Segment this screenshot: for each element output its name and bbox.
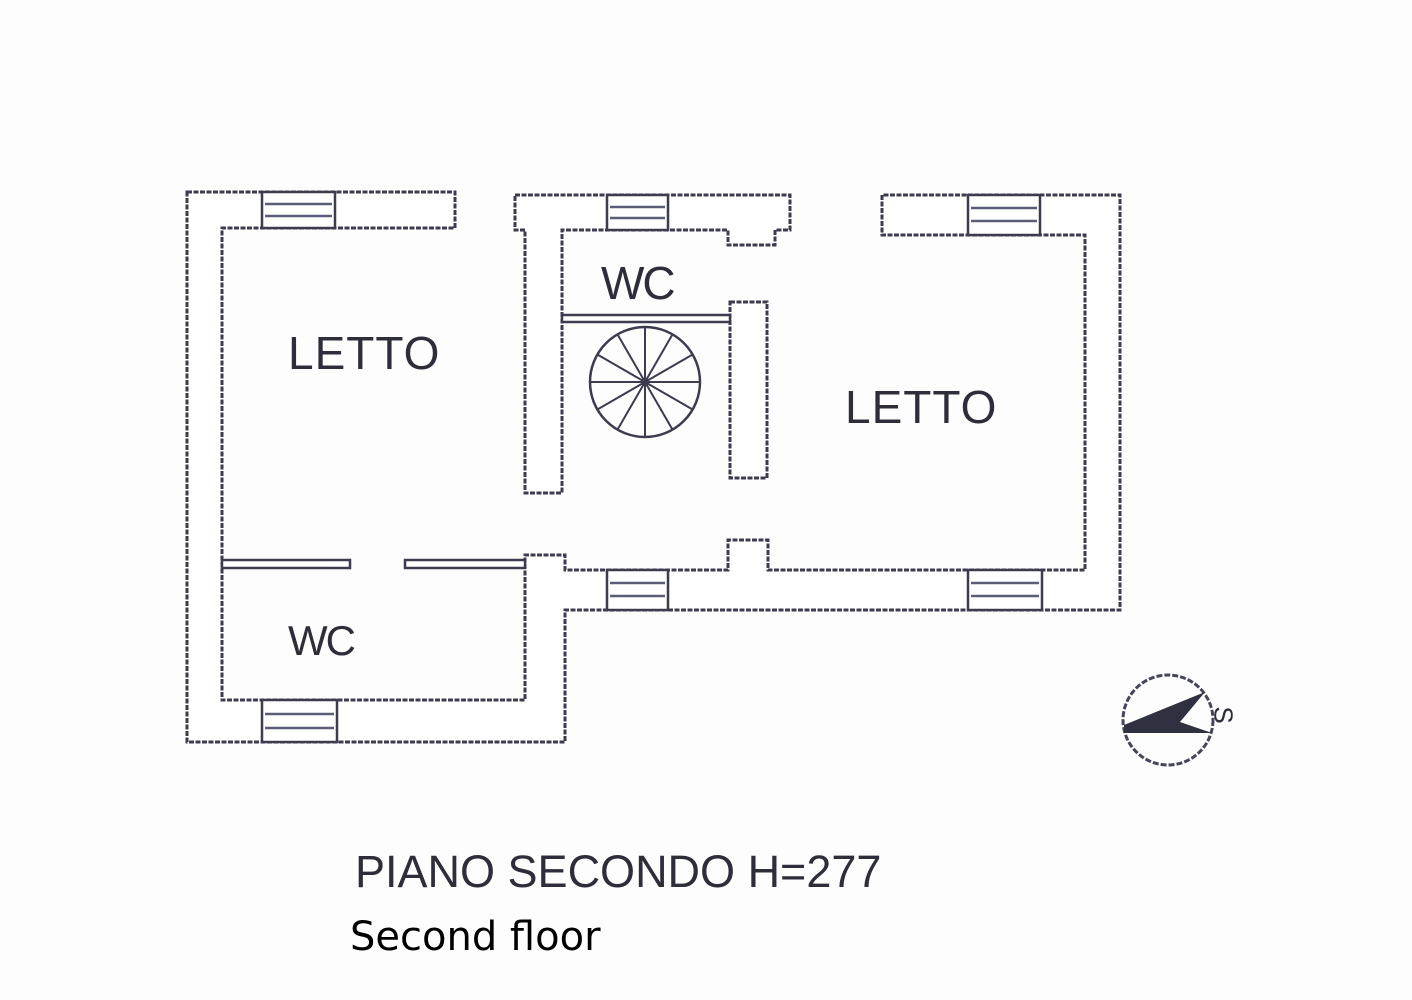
room-label-wc-lower: WC	[288, 617, 356, 664]
window	[605, 568, 670, 612]
wc-partition-lower-right	[403, 558, 527, 570]
plan-caption: Second floor	[350, 914, 601, 960]
compass-letter: S	[1208, 706, 1239, 725]
stair-tread	[616, 333, 646, 383]
column	[728, 300, 769, 480]
stair-tread	[644, 381, 694, 411]
stair-tread	[596, 353, 646, 383]
window	[260, 698, 339, 744]
window	[966, 568, 1044, 612]
wc-partition-upper	[560, 313, 732, 324]
stair-tread	[596, 381, 646, 411]
stair-wall	[513, 193, 792, 495]
window	[260, 190, 337, 230]
window	[605, 193, 670, 232]
room-label-letto-left: LETTO	[288, 327, 441, 379]
plan-title: PIANO SECONDO H=277	[355, 846, 882, 897]
spiral-staircase	[588, 325, 702, 439]
outer-walls	[185, 190, 1122, 744]
stair-tread	[644, 353, 694, 383]
north-arrow-compass-icon	[1121, 673, 1215, 767]
stair-tread	[616, 381, 646, 431]
stair-tread	[644, 333, 674, 383]
room-label-wc-upper: WC	[601, 257, 676, 309]
window	[966, 193, 1042, 237]
wc-partition-lower-left	[220, 558, 352, 570]
room-label-letto-right: LETTO	[845, 381, 998, 433]
stair-tread	[644, 381, 674, 431]
